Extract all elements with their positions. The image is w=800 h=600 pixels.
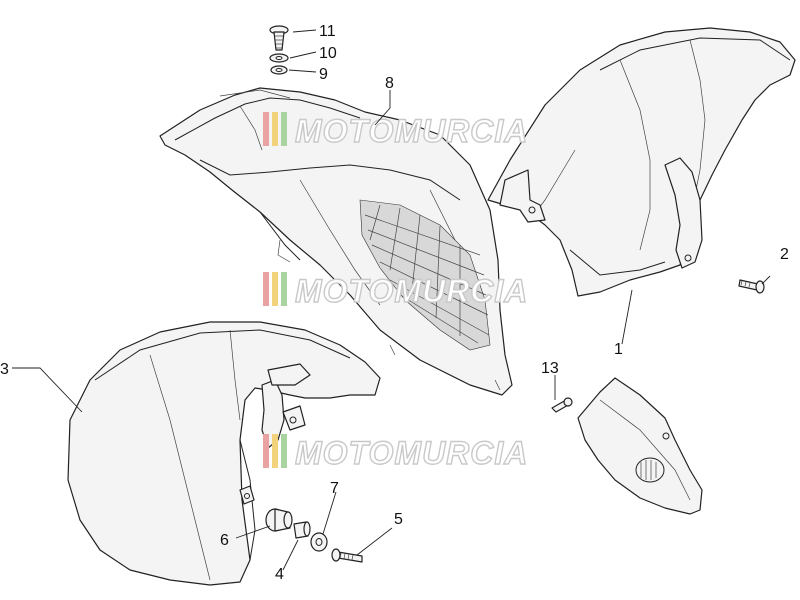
callout-10[interactable]: 10	[319, 45, 337, 62]
watermark-text: MOTOMURCIA	[295, 273, 528, 309]
callout-4[interactable]: 4	[275, 566, 284, 583]
leader-lines	[12, 29, 771, 571]
watermark-text: MOTOMURCIA	[295, 113, 528, 149]
washer-part-7[interactable]	[310, 532, 328, 552]
callout-13[interactable]: 13	[541, 360, 559, 377]
callout-5[interactable]: 5	[394, 511, 403, 528]
watermark-text: MOTOMURCIA	[295, 435, 528, 471]
bolt-part-5[interactable]	[331, 548, 363, 563]
callouts: 11 10 9 8 2 1 3 13 7 5 6 4	[0, 23, 789, 583]
callout-3[interactable]: 3	[0, 361, 9, 378]
spacer-part-4[interactable]	[293, 521, 311, 539]
bushing-part-6[interactable]	[265, 508, 293, 532]
inner-shield-part-8[interactable]	[159, 87, 513, 396]
watermark-logo: MOTOMURCIA	[263, 434, 528, 472]
rear-mudguard-part-1[interactable]	[487, 27, 796, 297]
callout-2[interactable]: 2	[780, 246, 789, 263]
nut-part-9[interactable]	[270, 65, 288, 75]
washer-part-10[interactable]	[269, 53, 289, 63]
screw-part-13[interactable]	[551, 397, 573, 413]
screw-part-11[interactable]	[269, 25, 289, 51]
callout-9[interactable]: 9	[319, 66, 328, 83]
callout-6[interactable]: 6	[220, 532, 229, 549]
callout-11[interactable]: 11	[319, 23, 336, 40]
watermark-logo: MOTOMURCIA	[263, 112, 528, 150]
lower-cover-panel[interactable]	[577, 377, 703, 515]
callout-8[interactable]: 8	[385, 75, 394, 92]
callout-7[interactable]: 7	[330, 480, 339, 497]
callout-1[interactable]: 1	[614, 341, 623, 358]
screw-part-2[interactable]	[738, 279, 765, 294]
watermark-logo: MOTOMURCIA	[263, 272, 528, 310]
front-mudguard-part-3[interactable]	[67, 321, 381, 586]
